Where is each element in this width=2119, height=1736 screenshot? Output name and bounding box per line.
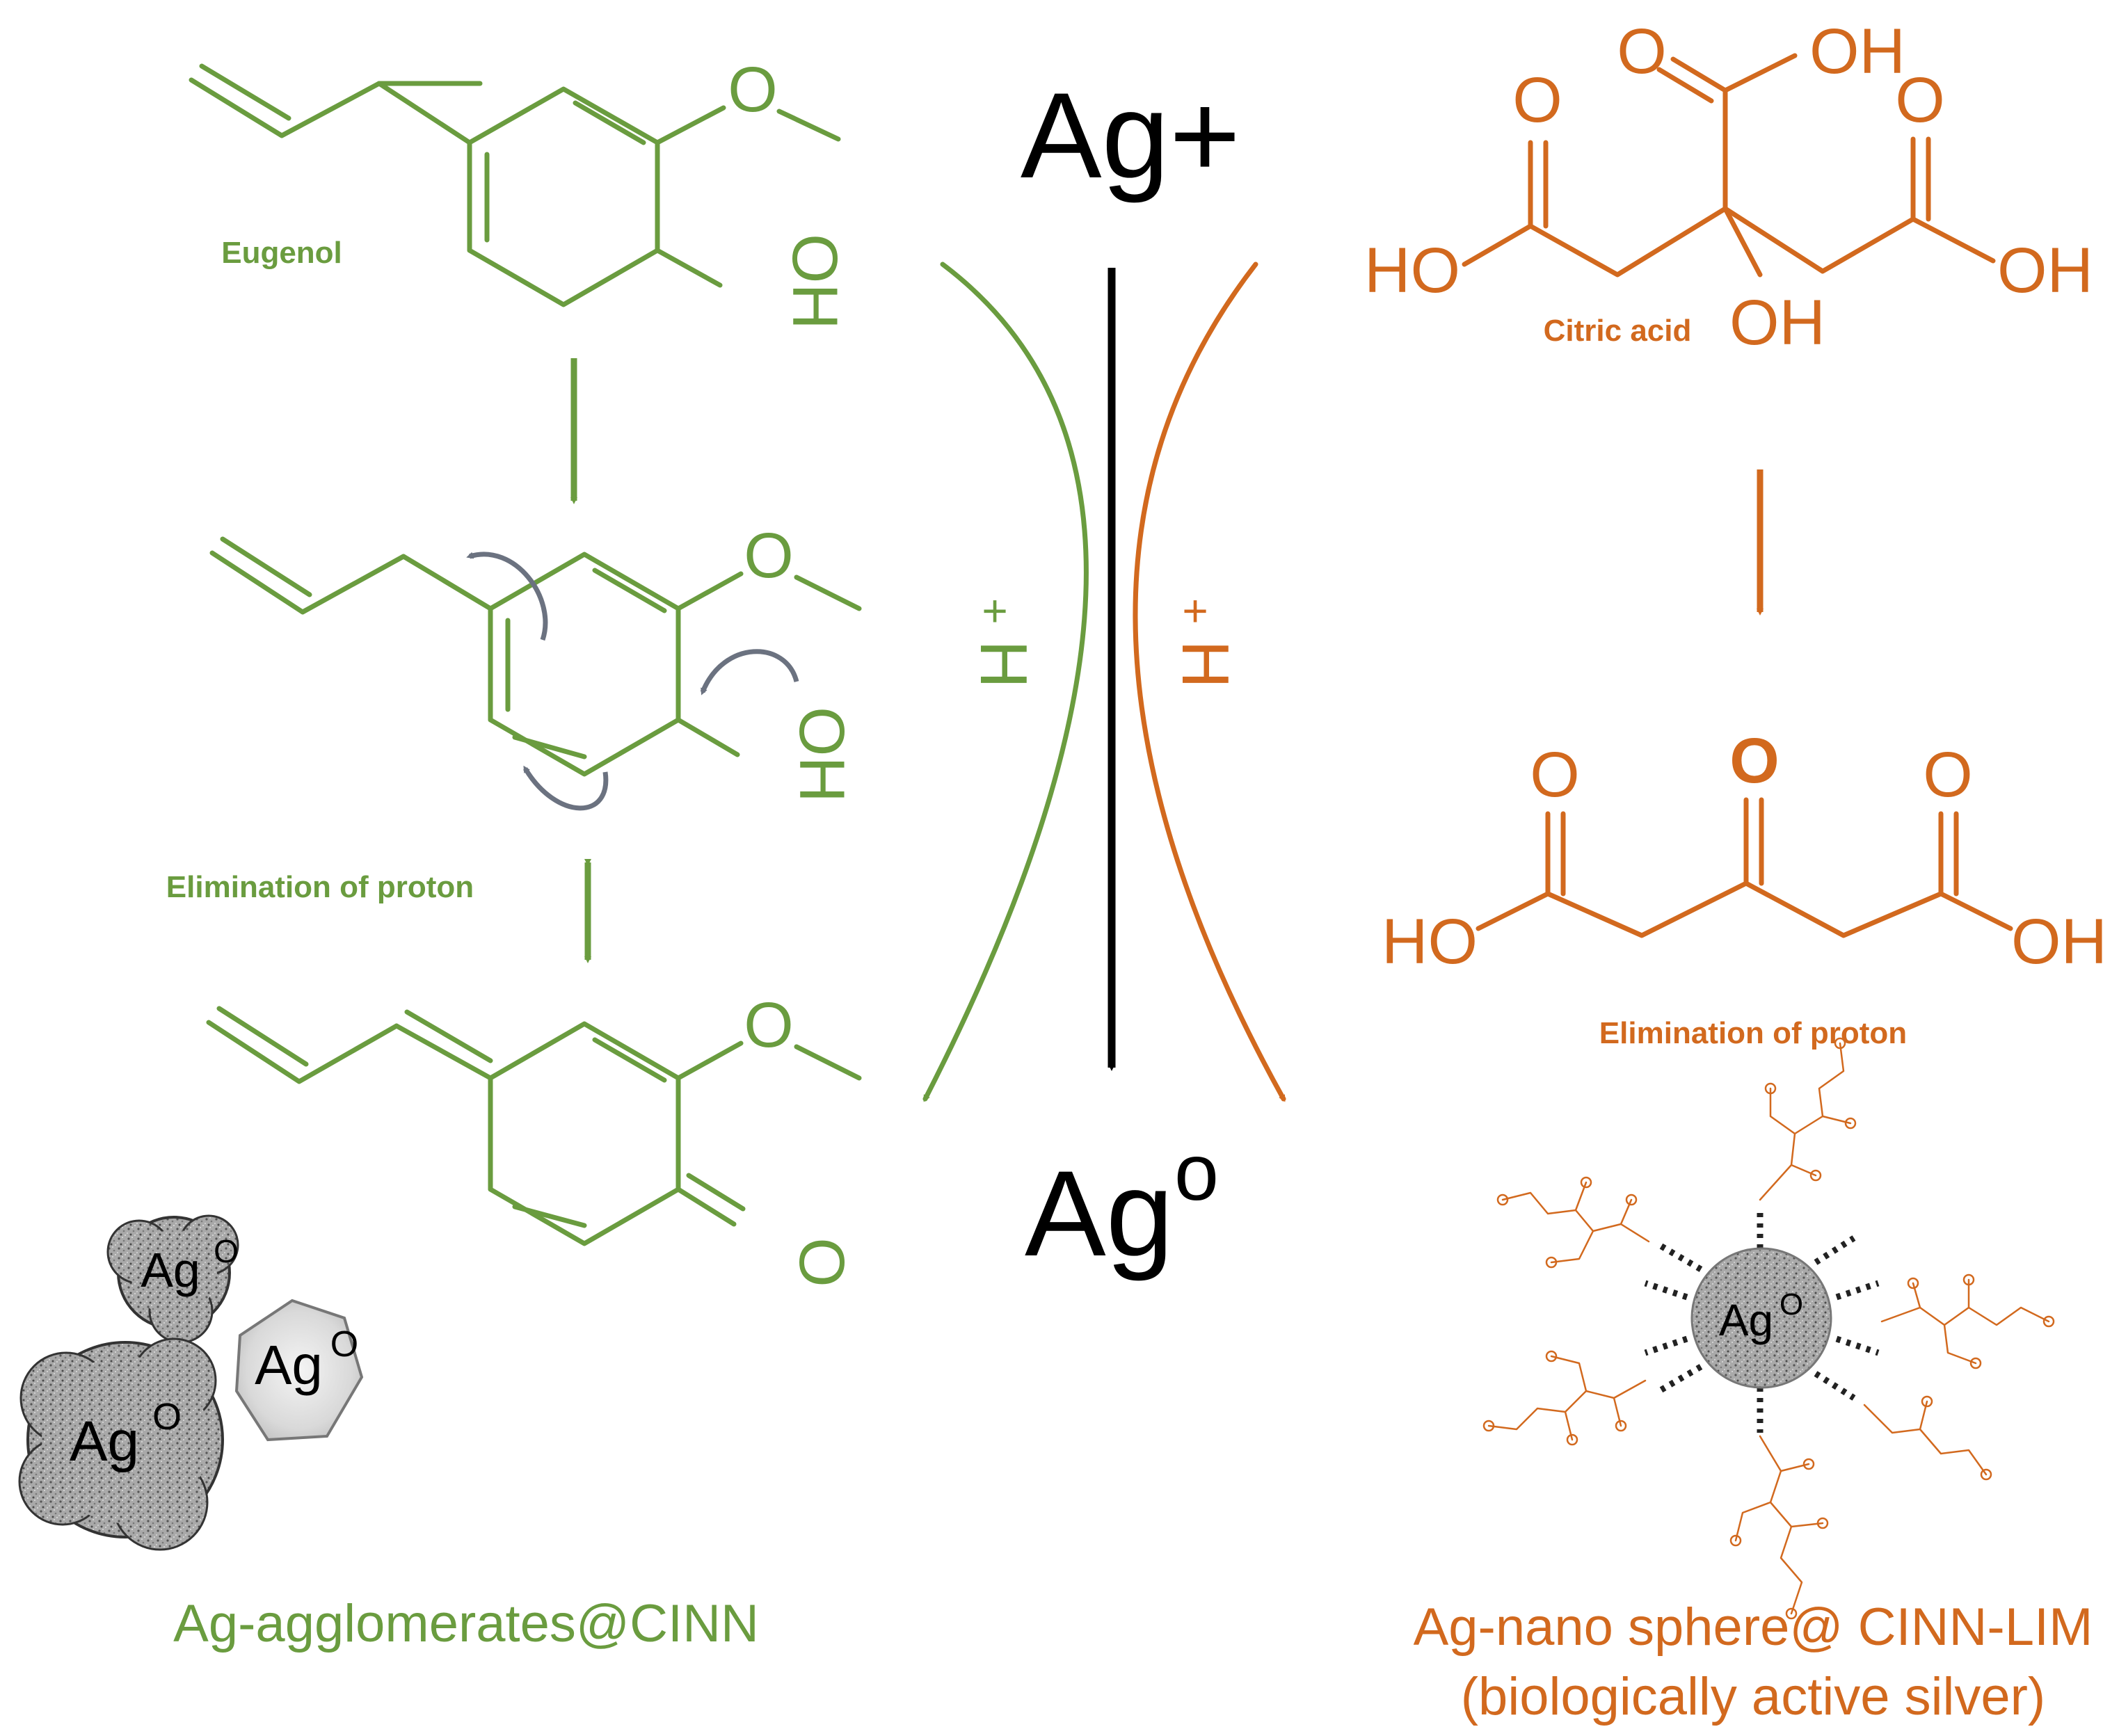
citric-left-ho: HO	[1364, 235, 1460, 306]
silver-metal-sup: o	[1174, 1128, 1219, 1217]
ring-to-oh	[655, 248, 723, 288]
agglomerate-1: Ag O	[106, 1214, 239, 1344]
green-reduction-arc	[922, 262, 1089, 1102]
eugenol-o-label: O	[728, 54, 778, 125]
agglomerate-2: Ag O	[18, 1337, 224, 1551]
electron-push-arrow-1	[466, 552, 548, 641]
proton-left-h: H	[966, 640, 1041, 688]
citric-top-oh: OH	[1809, 16, 1905, 87]
quinone-inner-2	[512, 1204, 587, 1228]
phenoxide-methyl	[794, 574, 862, 611]
electron-push-arrow-2	[700, 649, 799, 696]
citric-center-down	[1722, 206, 1763, 278]
silver-nanosphere	[1690, 1247, 1832, 1389]
citrate-ligand-bottom-right	[1863, 1395, 1992, 1481]
proton-right-charge: +	[1182, 586, 1208, 636]
citric-center-co	[1670, 56, 1728, 93]
exo-double-bond	[404, 1009, 493, 1063]
ring-to-methoxy-o	[655, 105, 726, 145]
methoxy-methyl	[776, 108, 841, 142]
acetone-left-o: O	[1530, 739, 1580, 810]
allyl-chain-3	[206, 1020, 399, 1084]
citrate-ligand-top	[1759, 1037, 1857, 1201]
proton-left-charge: +	[982, 586, 1007, 636]
agglomerate-3: Ag O	[234, 1299, 364, 1442]
allyl-chain-bond	[189, 77, 382, 138]
quinone-ring	[488, 1021, 681, 1246]
silver-ion-label: Ag+	[1021, 68, 1240, 204]
quinone-methide-structure: O O	[206, 990, 862, 1287]
eugenol-name: Eugenol	[221, 236, 342, 270]
citrate-ligand-bottom	[1729, 1435, 1829, 1620]
allyl-double-3	[216, 1006, 309, 1067]
right-caption-line2: (biologically active silver)	[1461, 1667, 2046, 1726]
allyl-chain-2	[209, 550, 406, 615]
allyl-ring-2	[401, 554, 493, 611]
quinone-ketone-o: O	[786, 1237, 857, 1287]
phenoxide-o-label: O	[744, 520, 794, 591]
citrate-ligand-right	[1880, 1273, 2055, 1369]
agglomerate-1-base: Ag	[141, 1243, 200, 1297]
citric-top-o: O	[1617, 16, 1667, 87]
citric-bottom-oh: OH	[1729, 287, 1825, 358]
quinone-co-double	[686, 1173, 746, 1212]
eugenol-benzene-ring	[467, 86, 660, 307]
orange-reduction-arc	[1133, 262, 1286, 1102]
agglomerate-3-base: Ag	[255, 1334, 323, 1396]
citric-acid-name: Citric acid	[1544, 314, 1692, 348]
citric-center-oh	[1722, 53, 1798, 93]
allyl-double-2	[220, 536, 312, 597]
exo-bond	[394, 1023, 493, 1081]
citric-left-o: O	[1512, 65, 1562, 136]
left-elimination-label: Elimination of proton	[166, 870, 474, 904]
citric-right-oh: OH	[1997, 235, 2093, 306]
citric-right-o: O	[1895, 65, 1945, 136]
acetone-right-o: O	[1923, 739, 1973, 810]
phenoxide-ring	[488, 552, 681, 777]
capped-nanosphere: Ag O	[1482, 1037, 2055, 1620]
eugenol-oh-label: OH	[779, 234, 850, 330]
acetone-left-ho: HO	[1382, 906, 1478, 977]
proton-right: H +	[1168, 586, 1242, 689]
ring-to-allyl	[376, 81, 472, 145]
coordination-bonds	[1644, 1207, 1880, 1433]
allyl-double-bond	[199, 63, 291, 121]
phenoxide-to-o	[675, 571, 744, 611]
silver-metal-base: Ag	[1025, 1146, 1174, 1282]
agglomerate-3-sup: O	[330, 1324, 358, 1365]
nanosphere-base: Ag	[1719, 1295, 1773, 1345]
quinone-co	[675, 1187, 737, 1227]
left-caption: Ag-agglomerates@CINN	[173, 1594, 759, 1653]
right-caption-line1: Ag-nano sphere@ CINN-LIM	[1414, 1598, 2093, 1657]
phenoxide-oh-label: OH	[786, 707, 857, 803]
agglomerate-2-base: Ag	[70, 1410, 139, 1473]
citric-acid-structure: O O O OH HO OH OH Citric acid	[1364, 16, 2093, 358]
quinone-inner-1	[592, 1037, 667, 1083]
right-elimination-label: Elimination of proton	[1599, 1016, 1907, 1050]
proton-left: H +	[966, 586, 1041, 689]
proton-right-h: H	[1168, 640, 1242, 688]
acetone-center-o: O	[1729, 725, 1780, 796]
quinone-methyl	[794, 1044, 862, 1081]
phenoxide-structure: O OH Elimination of proton	[166, 520, 862, 904]
ring-inner-bond-2	[573, 100, 646, 145]
nanosphere-sup: O	[1780, 1287, 1803, 1321]
phenoxide-to-oh	[675, 717, 740, 757]
phenoxide-inner-3	[512, 734, 587, 760]
acetone-right-oh: OH	[2011, 906, 2107, 977]
citrate-ligand-top-left	[1496, 1176, 1650, 1269]
agglomerate-2-sup: O	[152, 1396, 182, 1438]
citrate-ligand-bottom-left	[1482, 1350, 1647, 1446]
eugenol-structure: O OH Eugenol	[189, 54, 850, 330]
acetone-backbone	[1476, 881, 2013, 938]
citric-center-co-double	[1656, 67, 1714, 104]
acetonedicarboxylic-structure: O O O HO OH Elimination of proton	[1382, 725, 2107, 1050]
quinone-o-label: O	[744, 990, 794, 1061]
quinone-to-o	[675, 1040, 744, 1081]
agglomerate-1-sup: O	[214, 1233, 239, 1269]
phenoxide-inner-2	[592, 568, 667, 613]
electron-push-arrow-3	[523, 765, 609, 811]
ag-agglomerates-cluster: Ag O Ag O Ag O	[18, 1214, 364, 1551]
